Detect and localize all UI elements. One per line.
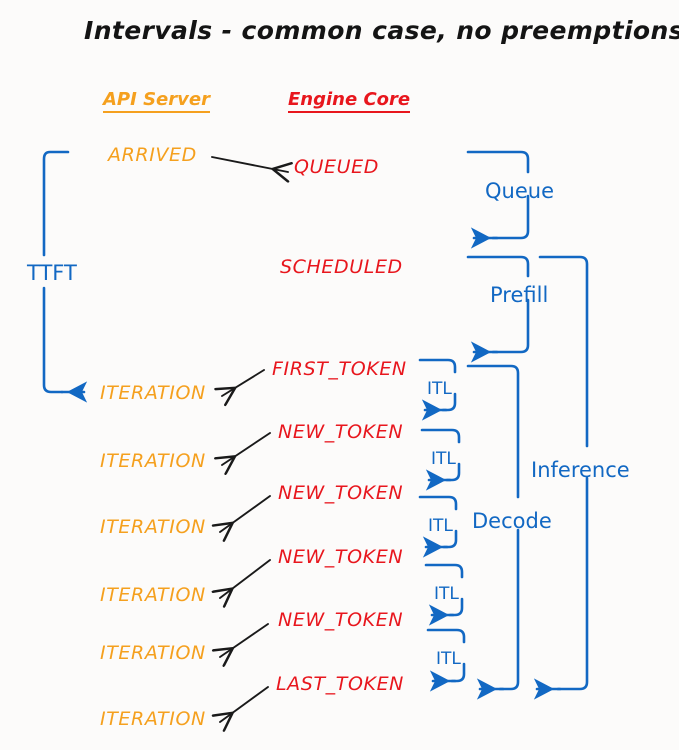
interval-label-inference: Inference	[531, 458, 630, 482]
event-new-token-3: NEW_TOKEN	[278, 546, 404, 568]
interval-label-decode: Decode	[472, 509, 552, 533]
event-last-token: LAST_TOKEN	[276, 673, 404, 695]
interval-label-itl-3: ITL	[428, 516, 453, 536]
event-scheduled: SCHEDULED	[280, 256, 403, 278]
interval-label-itl-4: ITL	[434, 584, 459, 604]
event-new-token-1: NEW_TOKEN	[278, 421, 404, 443]
event-iteration-4: ITERATION	[100, 584, 206, 606]
arrow-new-token-2-to-iteration	[220, 495, 271, 532]
arrow-first-token-to-iteration	[222, 369, 265, 396]
page-title: Intervals - common case, no preemptions	[84, 16, 679, 45]
interval-label-queue: Queue	[485, 179, 554, 203]
event-iteration-1: ITERATION	[100, 382, 206, 404]
event-arrived: ARRIVED	[108, 144, 197, 166]
column-header-api-server: API Server	[103, 91, 210, 113]
arrow-arrived-to-queued	[211, 156, 288, 172]
arrow-new-token-1-to-iteration	[222, 432, 271, 465]
event-iteration-3: ITERATION	[100, 516, 206, 538]
arrow-new-token-4-to-iteration	[220, 623, 269, 657]
event-new-token-2: NEW_TOKEN	[278, 482, 404, 504]
interval-label-itl-5: ITL	[436, 649, 461, 669]
event-iteration-2: ITERATION	[100, 450, 206, 472]
interval-label-prefill: Prefill	[490, 283, 549, 307]
interval-label-ttft: TTFT	[27, 261, 77, 285]
arrow-last-token-to-iteration	[220, 686, 269, 722]
interval-label-itl-1: ITL	[427, 379, 452, 399]
event-new-token-4: NEW_TOKEN	[278, 609, 404, 631]
event-first-token: FIRST_TOKEN	[272, 358, 407, 380]
event-iteration-5: ITERATION	[100, 642, 206, 664]
column-header-engine-core: Engine Core	[288, 91, 411, 113]
interval-label-itl-2: ITL	[431, 449, 456, 469]
event-iteration-6: ITERATION	[100, 708, 206, 730]
event-queued: QUEUED	[294, 156, 380, 178]
arrow-new-token-3-to-iteration	[220, 559, 271, 598]
